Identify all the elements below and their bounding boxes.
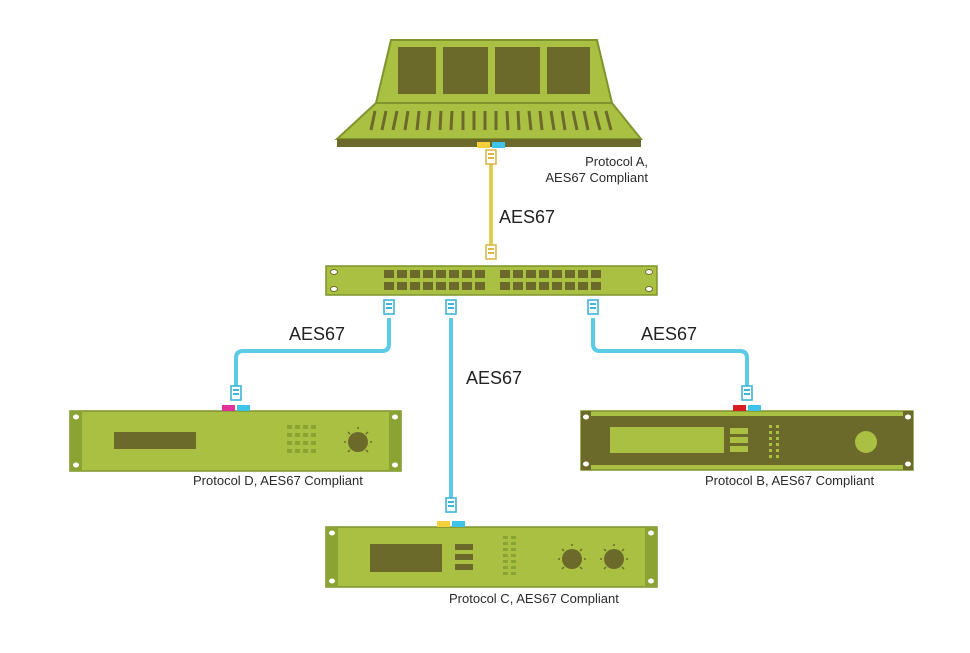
console-label-line1: Protocol A, [585,154,648,169]
console-device [334,39,644,148]
cable-label-a-to-switch: AES67 [499,207,556,227]
device-d-knob [344,427,372,453]
rj45-connector-device-c [445,497,457,513]
device-c-knob-right [600,544,628,570]
device-d-rack-unit [69,405,402,472]
port-yellow [477,142,490,148]
device-d-label: Protocol D, AES67 Compliant [193,473,363,488]
device-c-label: Protocol C, AES67 Compliant [449,591,619,606]
device-b-knob [855,431,877,453]
port-blue [492,142,505,148]
switch-ports-right [500,270,601,290]
device-c-knob-left [558,544,586,570]
port-red [733,405,746,411]
device-b-label: Protocol B, AES67 Compliant [705,473,875,488]
switch-ports-left [384,270,485,290]
console-label: Protocol A, AES67 Compliant [504,154,648,186]
cable-switch-to-b [591,318,749,394]
rj45-connector-switch-b [587,299,599,315]
rj45-connector-switch-c [445,299,457,315]
port-blue [452,521,465,527]
rj45-connector-switch-d [383,299,395,315]
rj45-connector-device-b [741,385,753,401]
cable-label-switch-to-b: AES67 [641,324,698,344]
cable-label-switch-to-d: AES67 [289,324,346,344]
device-b-rack-unit [580,405,914,471]
rj45-connector-switch-top [485,244,497,260]
cable-switch-to-d [234,318,391,394]
console-label-line2: AES67 Compliant [545,170,648,185]
network-switch [325,265,658,296]
device-c-rack-unit [325,521,658,588]
port-yellow [437,521,450,527]
port-blue [748,405,761,411]
port-blue [237,405,250,411]
device-c-led-grid [503,536,516,575]
console-fader-grid [369,110,613,131]
device-d-led-grid [287,425,316,453]
port-magenta [222,405,235,411]
rj45-connector-device-d [230,385,242,401]
rj45-connector-console [485,149,497,165]
cable-label-switch-to-c: AES67 [466,368,523,388]
device-b-led-grid [769,425,779,458]
